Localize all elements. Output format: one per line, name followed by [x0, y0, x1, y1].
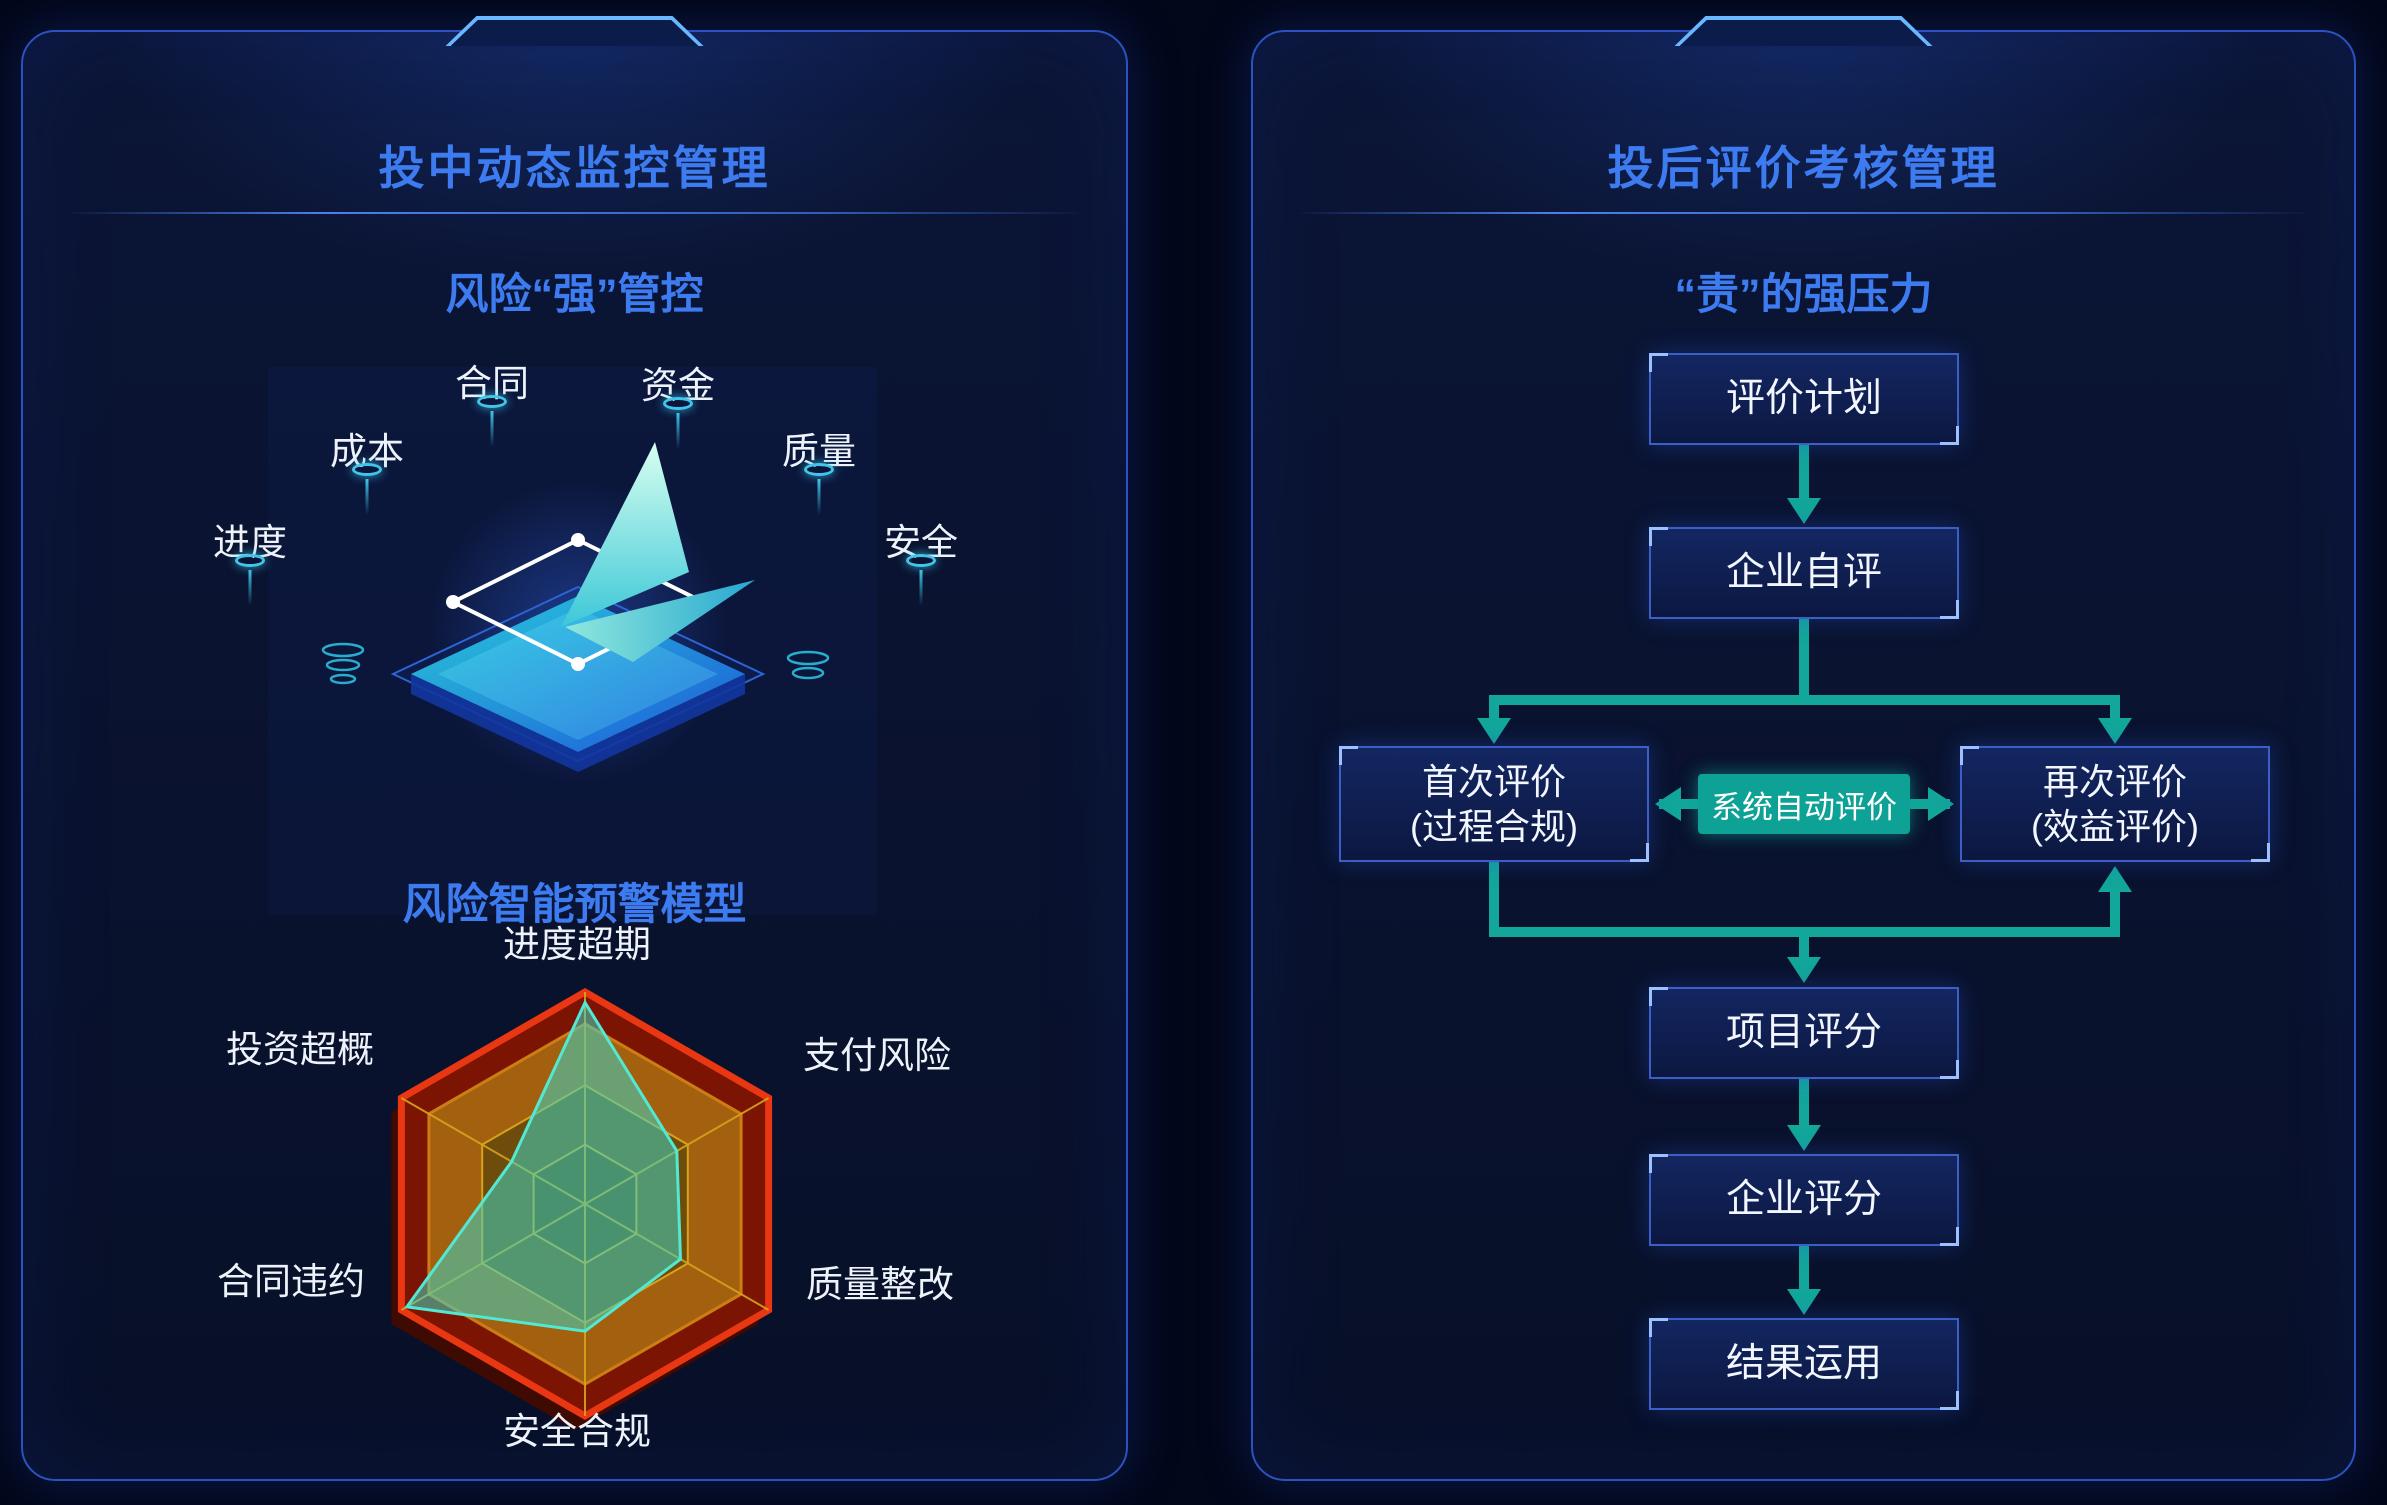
risk-radar-chart: [391, 987, 773, 1430]
sail-shape-lower: [565, 580, 755, 662]
arrowhead-down-icon: [1787, 957, 1821, 983]
signal-pin-icon: [477, 395, 507, 408]
platform-side: [411, 674, 745, 772]
panel-in-investment-monitoring: 投中动态监控管理 风险“强”管控: [21, 16, 1128, 1481]
title-divider: [71, 212, 1078, 214]
arrowhead-down-icon: [1787, 1289, 1821, 1315]
signal-pin-icon: [235, 554, 265, 567]
panel-post-investment-evaluation: 投后评价考核管理 “责”的强压力: [1251, 16, 2356, 1481]
radar-label-payment-risk: 支付风险: [803, 1035, 951, 1076]
arrowhead-right-icon: [1928, 787, 1954, 821]
risk-control-3d-illustration: [321, 442, 830, 782]
radar-label-over-budget: 投资超概: [226, 1029, 374, 1070]
risk-dimension-label-quality: 质量: [782, 421, 856, 476]
flow-step-evaluation-plan: 评价计划: [1649, 353, 1959, 445]
panel-notch-inner: [450, 20, 699, 46]
arrowhead-left-icon: [1655, 787, 1681, 821]
title-divider: [1301, 212, 2306, 214]
signal-pin-icon: [804, 463, 834, 476]
flow-step-sublabel: (效益评价): [2031, 806, 2199, 847]
flow-step-label: 企业评分: [1725, 1177, 1882, 1221]
flow-step-result-application: 结果运用: [1649, 1318, 1959, 1410]
arrowhead-down-icon: [1477, 718, 1511, 744]
panel-notch: [445, 16, 704, 46]
flow-step-label: 首次评价: [1421, 761, 1566, 802]
flow-step-first-evaluation: 首次评价 (过程合规): [1339, 746, 1649, 862]
arrowhead-up-icon: [2098, 866, 2132, 892]
merge-line: [1489, 862, 2120, 937]
left-panel-subtitle: 风险“强”管控: [445, 271, 704, 319]
flow-step-label: 再次评价: [2042, 761, 2187, 802]
radar-label-quality-fix: 质量整改: [806, 1264, 954, 1305]
flow-step-label: 项目评分: [1725, 1010, 1882, 1054]
node-dot: [446, 595, 460, 609]
sail-shape-upper: [561, 442, 689, 627]
branch-line: [1489, 695, 2120, 722]
signal-pin-icon: [906, 554, 936, 567]
arrowhead-down-icon: [1787, 498, 1821, 524]
radar-label-progress-overdue: 进度超期: [503, 924, 651, 965]
flow-step-system-auto-evaluation: 系统自动评价: [1698, 774, 1910, 834]
signal-pin-icon: [352, 463, 382, 476]
risk-dimension-label-contract: 合同: [455, 353, 529, 408]
risk-dimension-label-safety: 安全: [884, 512, 958, 567]
arrowhead-down-icon: [1787, 1125, 1821, 1151]
risk-dimension-label-progress: 进度: [213, 512, 287, 567]
flow-step-sublabel: (过程合规): [1410, 806, 1578, 847]
flow-step-label: 结果运用: [1725, 1341, 1882, 1385]
right-panel-title: 投后评价考核管理: [1607, 142, 2000, 194]
radar-model-title: 风险智能预警模型: [402, 881, 747, 929]
panel-notch-inner: [1679, 20, 1928, 46]
right-panel-subtitle: “责”的强压力: [1674, 271, 1933, 319]
arrowhead-down-icon: [2098, 718, 2132, 744]
node-dot: [571, 657, 585, 671]
flow-step-enterprise-score: 企业评分: [1649, 1154, 1959, 1246]
signal-pin-icon: [663, 397, 693, 410]
risk-dimension-label-cost: 成本: [330, 421, 404, 476]
ring-stack-icon: [321, 642, 830, 685]
panel-notch: [1674, 16, 1933, 46]
node-dot: [571, 533, 585, 547]
flow-step-enterprise-self-evaluation: 企业自评: [1649, 527, 1959, 619]
flow-step-project-score: 项目评分: [1649, 987, 1959, 1079]
auto-eval-label: 系统自动评价: [1711, 789, 1897, 825]
flow-step-label: 企业自评: [1725, 550, 1882, 594]
radar-label-safety-compliance: 安全合规: [503, 1411, 651, 1452]
flow-step-label: 评价计划: [1725, 376, 1882, 420]
left-panel-title: 投中动态监控管理: [378, 142, 771, 194]
radar-label-contract-breach: 合同违约: [217, 1261, 365, 1302]
risk-dimension-label-funds: 资金: [641, 355, 715, 410]
radar-data-polygon: [404, 999, 683, 1333]
flow-step-second-evaluation: 再次评价 (效益评价): [1960, 746, 2270, 862]
